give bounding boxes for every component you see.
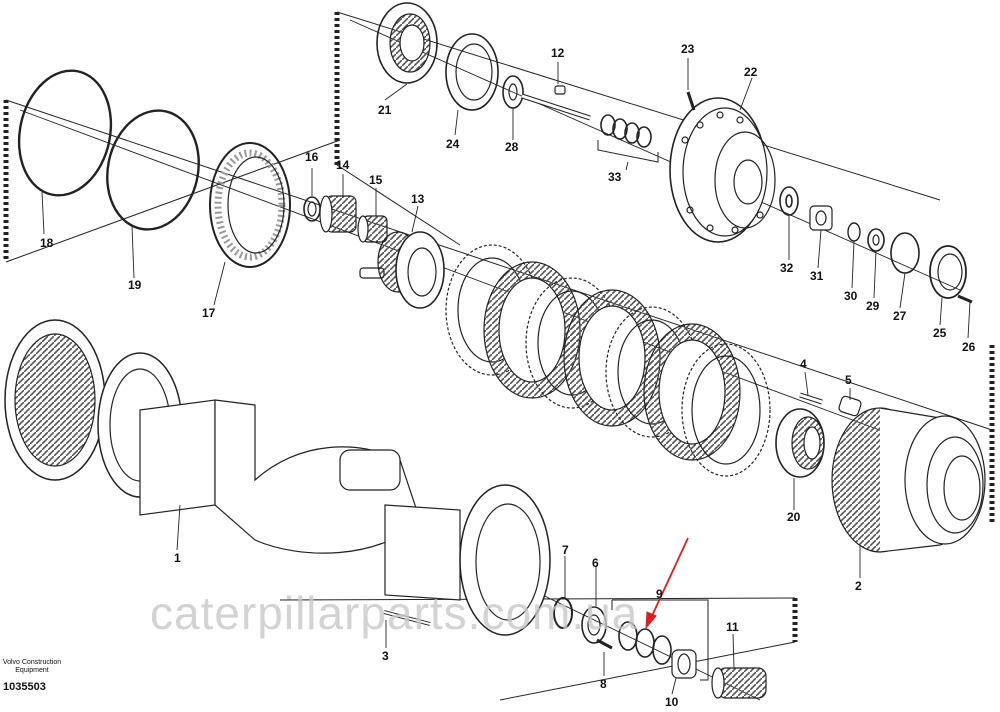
part-label-4: 4 <box>800 357 807 371</box>
part-label-21: 21 <box>378 103 392 117</box>
axle-casing-1 <box>4 319 551 636</box>
washer-32 <box>779 186 799 216</box>
cover-22 <box>669 97 776 243</box>
spring-pack-33 <box>600 114 652 148</box>
washer-16 <box>303 196 321 222</box>
bushing-5 <box>838 395 862 417</box>
bearing-15 <box>357 215 388 243</box>
part-label-13: 13 <box>411 192 425 206</box>
bolt-23 <box>686 91 696 111</box>
part-label-28: 28 <box>505 140 519 154</box>
pin-4 <box>799 392 823 405</box>
part-label-18: 18 <box>40 236 54 250</box>
frame-lines <box>3 12 995 642</box>
brake-disc-stack <box>445 244 771 477</box>
nut-31 <box>809 205 833 231</box>
part-label-32: 32 <box>780 261 794 275</box>
pin-8 <box>596 638 613 650</box>
publisher-name: Volvo Construction Equipment <box>2 659 62 674</box>
part-label-17: 17 <box>202 306 216 320</box>
part-label-3: 3 <box>382 649 389 663</box>
part-label-33: 33 <box>608 170 622 184</box>
drawing-number: 1035503 <box>3 681 46 693</box>
part-label-5: 5 <box>845 373 852 387</box>
bolt-26 <box>957 294 973 304</box>
part-label-23: 23 <box>681 42 695 56</box>
hub-housing-2 <box>831 407 986 553</box>
bearing-21 <box>376 2 438 84</box>
part-label-22: 22 <box>744 65 758 79</box>
highlight-arrow <box>645 537 689 630</box>
shim-set-9 <box>618 621 672 665</box>
part-label-19: 19 <box>128 278 142 292</box>
o-ring-19 <box>106 109 200 231</box>
watermark-text: caterpillarparts.com.ua <box>150 587 639 639</box>
o-ring-27 <box>890 232 920 274</box>
part-label-15: 15 <box>369 173 383 187</box>
part-label-1: 1 <box>174 551 181 565</box>
bolt-3 <box>383 610 431 626</box>
part-label-29: 29 <box>866 299 880 313</box>
seal-6 <box>581 606 607 644</box>
o-ring-7 <box>553 597 573 629</box>
part-label-14: 14 <box>336 158 350 172</box>
drive-shaft-11 <box>711 667 767 699</box>
part-label-20: 20 <box>787 510 801 524</box>
part-label-11: 11 <box>726 620 739 634</box>
cover-plate-25 <box>929 245 967 299</box>
planet-gear-14 <box>319 195 357 233</box>
part-label-7: 7 <box>562 543 569 557</box>
part-label-6: 6 <box>592 556 599 570</box>
part-label-26: 26 <box>962 340 976 354</box>
part-label-10: 10 <box>665 695 679 709</box>
part-label-2: 2 <box>855 579 862 593</box>
part-label-24: 24 <box>446 137 460 151</box>
plunger-12 <box>521 85 591 121</box>
seal-24 <box>445 33 499 111</box>
bearing-20 <box>775 408 825 478</box>
o-ring-18 <box>17 69 113 197</box>
leader-lines <box>41 58 971 695</box>
part-label-8: 8 <box>600 677 607 691</box>
part-label-31: 31 <box>810 269 824 283</box>
part-label-30: 30 <box>844 289 858 303</box>
nut-29 <box>867 228 885 252</box>
part-label-16: 16 <box>305 150 319 164</box>
bushing-10 <box>671 649 697 679</box>
part-label-27: 27 <box>893 309 907 323</box>
part-label-12: 12 <box>551 46 565 60</box>
part-label-9: 9 <box>656 587 663 601</box>
planet-carrier-13 <box>359 231 445 309</box>
ring-gear-17 <box>209 142 291 268</box>
bracket-33 <box>597 140 659 163</box>
part-label-25: 25 <box>933 326 947 340</box>
washer-30 <box>847 222 861 242</box>
